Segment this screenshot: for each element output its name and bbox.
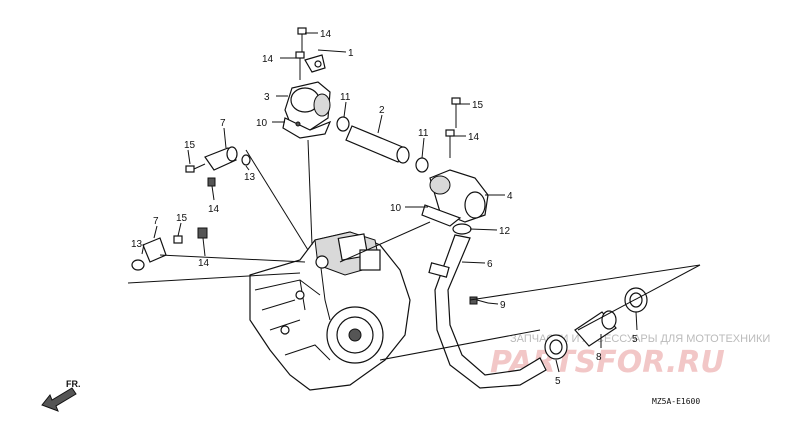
label-9: 9 <box>500 300 506 311</box>
label-15: 15 <box>184 140 196 151</box>
label-10: 10 <box>256 118 268 129</box>
diagram-code: MZ5A-E1600 <box>652 397 700 406</box>
engine-block <box>249 231 411 391</box>
upper-hose <box>336 116 429 173</box>
label-7: 7 <box>220 118 226 129</box>
clamps-and-hose <box>544 287 648 360</box>
left-fittings <box>131 146 251 271</box>
leader-lines <box>127 32 701 373</box>
direction-label: FR. <box>66 379 81 389</box>
label-5: 5 <box>555 376 561 387</box>
watermark-tagline: ЗАПЧАСТИ И АКСЕССУАРЫ ДЛЯ МОТОТЕХНИКИ <box>510 333 770 345</box>
label-4: 4 <box>507 191 513 202</box>
bolt-9 <box>469 296 489 305</box>
label-13: 13 <box>244 172 256 183</box>
label-15: 15 <box>472 100 484 111</box>
label-14: 14 <box>468 132 480 143</box>
label-11: 11 <box>418 128 429 139</box>
water-joint <box>421 169 489 235</box>
label-14: 14 <box>320 29 332 40</box>
upper-right-bolts <box>445 97 461 158</box>
label-14: 14 <box>262 54 274 65</box>
label-10: 10 <box>390 203 402 214</box>
label-8: 8 <box>596 352 602 363</box>
label-12: 12 <box>499 226 511 237</box>
label-1: 1 <box>348 48 354 59</box>
lower-hose <box>428 234 547 389</box>
label-15: 15 <box>176 213 188 224</box>
part-labels: 14 1 14 3 10 11 2 11 15 14 4 10 12 6 9 8… <box>131 29 638 387</box>
label-13: 13 <box>131 239 143 250</box>
label-14: 14 <box>198 258 210 269</box>
label-7: 7 <box>153 216 159 227</box>
label-2: 2 <box>379 105 385 116</box>
label-6: 6 <box>487 259 493 270</box>
label-11: 11 <box>340 92 351 103</box>
label-3: 3 <box>264 92 270 103</box>
label-14: 14 <box>208 204 220 215</box>
front-direction-arrow: FR. <box>41 379 81 412</box>
thermostat-housing <box>282 27 332 139</box>
label-5: 5 <box>632 334 638 345</box>
